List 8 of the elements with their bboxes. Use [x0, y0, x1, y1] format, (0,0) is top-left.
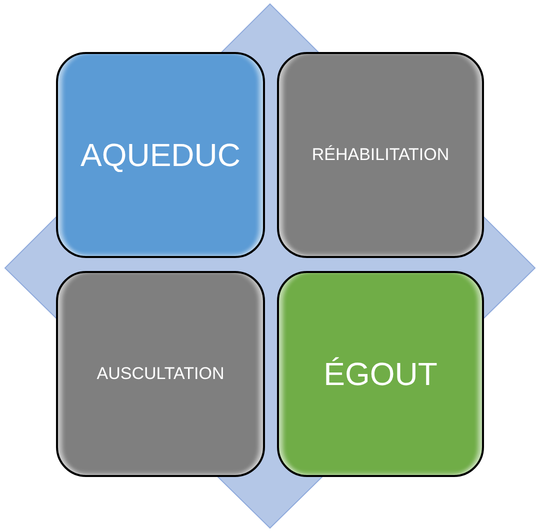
rounded-box [277, 52, 484, 258]
box-label: RÉHABILITATION [312, 144, 450, 166]
box-label: ÉGOUT [324, 355, 438, 394]
rounded-box [56, 271, 265, 477]
rounded-box [277, 271, 484, 477]
rounded-box [56, 52, 265, 258]
box-label: AQUEDUC [80, 136, 240, 175]
box-label: AUSCULTATION [96, 363, 224, 385]
